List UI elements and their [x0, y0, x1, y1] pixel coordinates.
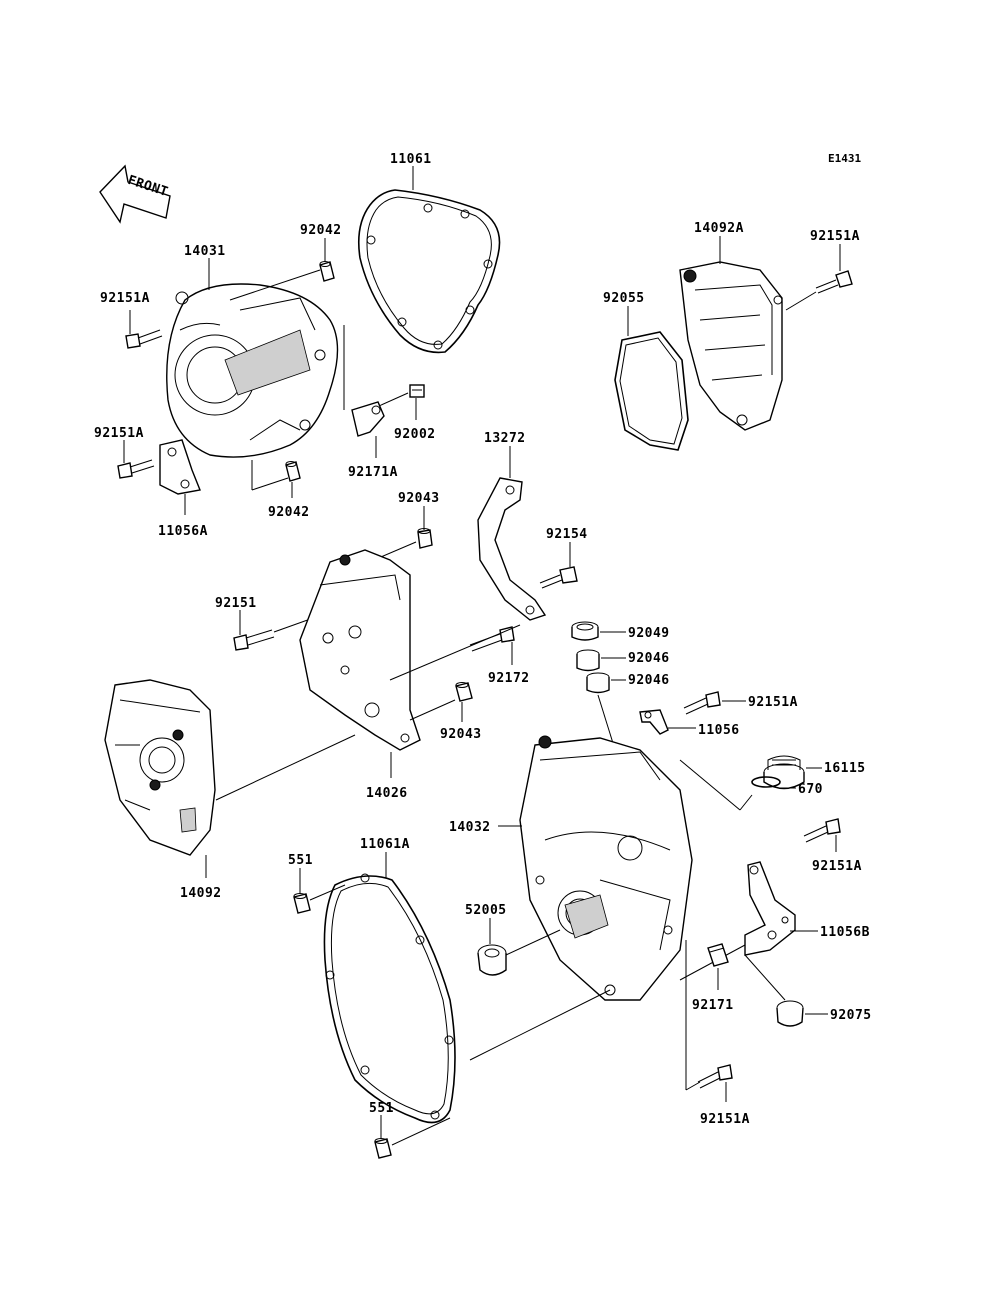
bolt-92151A-topright: [815, 270, 853, 294]
bolt-92151: [233, 629, 275, 651]
label-92171: 92171: [692, 998, 734, 1013]
bushing-92049: [571, 621, 599, 641]
bolt-92151A-right: [803, 818, 841, 843]
label-92151A-left2: 92151A: [94, 426, 144, 441]
label-92043-bottom: 92043: [440, 727, 482, 742]
bolt-92151A-bottom: [697, 1064, 733, 1089]
bushing-92046-b: [586, 672, 610, 694]
label-92154: 92154: [546, 527, 588, 542]
label-92171A: 92171A: [348, 465, 398, 480]
seal-52005: [477, 944, 507, 976]
bracket-11056A: [159, 439, 201, 495]
bolt-92151A-left2: [117, 459, 155, 479]
label-11056: 11056: [698, 723, 740, 738]
label-92043-top: 92043: [398, 491, 440, 506]
label-92151A-right: 92151A: [812, 859, 862, 874]
clip-11056: [639, 709, 669, 735]
cover-14092A: [679, 261, 783, 431]
label-92049: 92049: [628, 626, 670, 641]
label-11061A: 11061A: [360, 837, 410, 852]
dowel-92042-top: [319, 261, 335, 282]
label-11061: 11061: [390, 152, 432, 167]
dowel-551-top: [293, 893, 311, 914]
label-11056B: 11056B: [820, 925, 870, 940]
label-92055: 92055: [603, 291, 645, 306]
bushing-92046-a: [576, 649, 600, 672]
label-14032: 14032: [449, 820, 491, 835]
reference-code: E1431: [828, 152, 861, 165]
plate-13272: [477, 477, 547, 621]
label-92042-bottom: 92042: [268, 505, 310, 520]
o-ring-670: [751, 776, 781, 788]
gasket-11061: [357, 189, 501, 354]
label-92151A-mid: 92151A: [748, 695, 798, 710]
label-92151A-left1: 92151A: [100, 291, 150, 306]
clamp-92171A: [351, 401, 385, 437]
front-arrow-icon: FRONT: [99, 164, 171, 224]
gasket-11061A: [323, 873, 456, 1124]
bolt-92154: [539, 566, 578, 589]
label-92002: 92002: [394, 427, 436, 442]
plug-92002: [409, 384, 425, 398]
label-92046-b: 92046: [628, 673, 670, 688]
bolt-92151A-left1: [125, 329, 163, 349]
label-670: 670: [798, 782, 823, 797]
label-92151: 92151: [215, 596, 257, 611]
label-11056A: 11056A: [158, 524, 208, 539]
label-14026: 14026: [366, 786, 408, 801]
grommet-92075: [776, 1000, 804, 1027]
label-14092A: 14092A: [694, 221, 744, 236]
label-52005: 52005: [465, 903, 507, 918]
label-92172: 92172: [488, 671, 530, 686]
cover-14032: [519, 735, 693, 1001]
label-13272: 13272: [484, 431, 526, 446]
label-92046-a: 92046: [628, 651, 670, 666]
label-92042-top: 92042: [300, 223, 342, 238]
label-551-bottom: 551: [369, 1101, 394, 1116]
collar-92043-bottom: [455, 682, 473, 702]
label-551-top: 551: [288, 853, 313, 868]
clamp-92171: [707, 943, 729, 967]
label-92075: 92075: [830, 1008, 872, 1023]
cover-14092: [104, 679, 216, 856]
dowel-92042-bottom: [285, 461, 301, 482]
collar-92043-top: [417, 528, 433, 549]
cover-14026: [299, 549, 421, 751]
label-16115: 16115: [824, 761, 866, 776]
bracket-11056B: [744, 861, 796, 956]
label-14092: 14092: [180, 886, 222, 901]
gasket-92055: [614, 331, 689, 451]
dowel-551-bottom: [374, 1138, 392, 1159]
label-14031: 14031: [184, 244, 226, 259]
label-92151A-topright: 92151A: [810, 229, 860, 244]
bolt-92151A-mid: [683, 691, 721, 715]
cover-14031: [166, 283, 339, 458]
label-92151A-bottom: 92151A: [700, 1112, 750, 1127]
